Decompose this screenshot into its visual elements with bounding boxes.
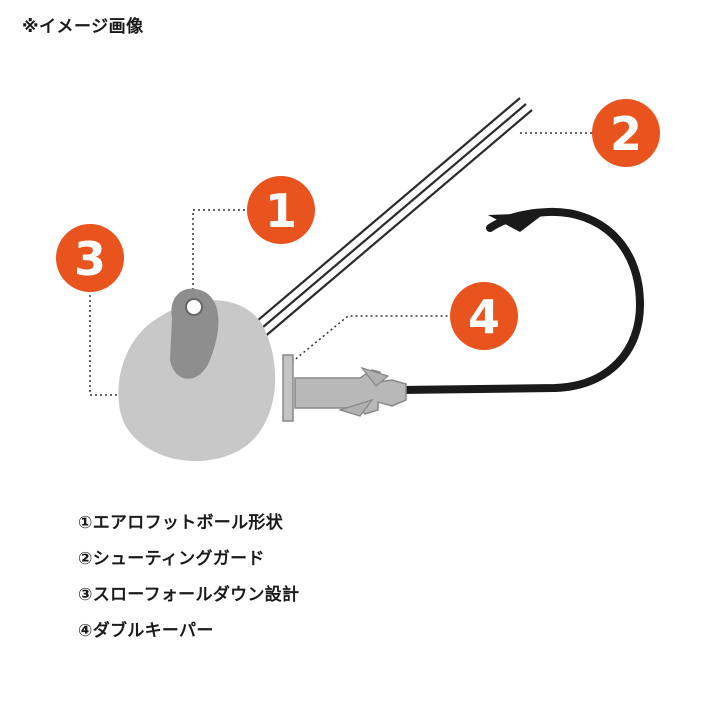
hook-barb [488,213,545,232]
marker-3-circle [56,224,124,292]
marker-1: 1 [247,176,315,244]
marker-2-circle [592,99,660,167]
marker-3: 3 [56,224,124,292]
legend-item-slow-fall: ③スローフォールダウン設計 [78,585,300,605]
legend-item-shooting-guard: ②シューティングガード [78,549,265,569]
leader-line-4 [291,315,452,363]
hook [396,207,645,394]
marker-1-label: 1 [265,184,297,238]
keeper-barb-1 [360,366,390,387]
marker-2: 2 [592,99,660,167]
marker-4-label: 4 [468,290,500,344]
leader-line-1 [192,209,250,300]
head-eye-cavity [170,288,219,379]
image-note: ※イメージ画像 [22,17,144,37]
shooting-guard-wire [249,97,533,340]
marker-3-label: 3 [74,232,106,286]
legend-item-double-keeper: ④ダブルキーパー [78,621,214,641]
marker-4-circle [450,282,518,350]
marker-2-label: 2 [610,107,642,161]
jig-head [118,288,276,462]
marker-1-circle [247,176,315,244]
line-eye [185,298,203,316]
keeper-barb-2 [337,398,374,417]
marker-4: 4 [450,282,518,350]
keeper-collar [282,354,294,422]
double-keeper [282,354,407,422]
legend-item-aero-football: ①エアロフットボール形状 [78,513,283,533]
feature-legend: ①エアロフットボール形状 ②シューティングガード ③スローフォールダウン設計 ④… [78,505,299,649]
